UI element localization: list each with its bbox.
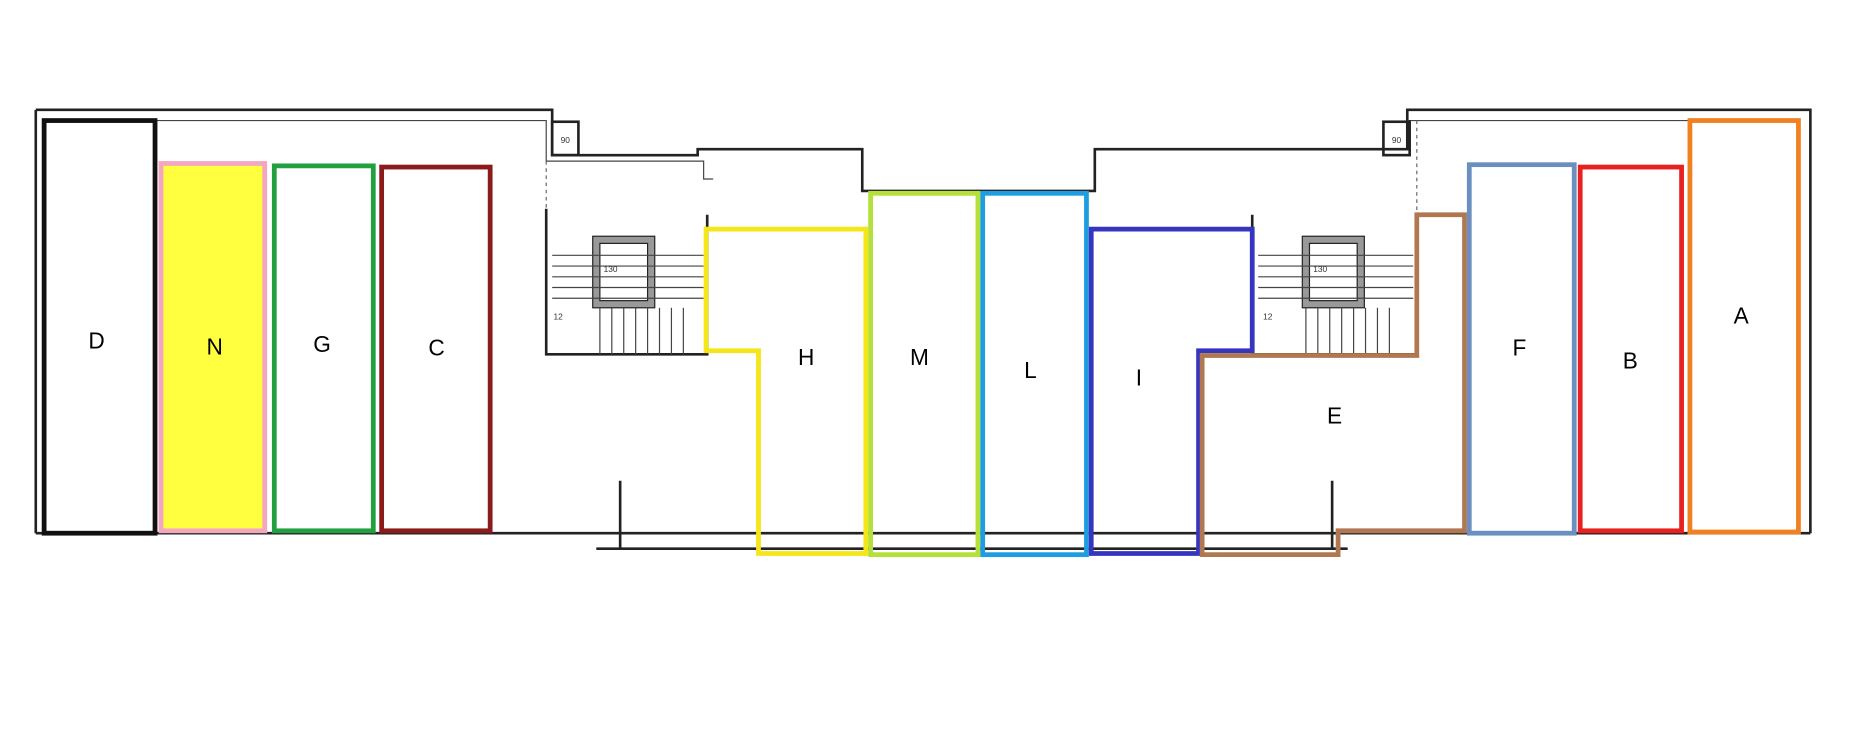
unit-D-label: D <box>88 327 104 353</box>
stair-core-left: 130 12 90 <box>552 135 704 355</box>
unit-B-outline[interactable] <box>1577 164 1684 534</box>
unit-H-label: H <box>798 344 814 370</box>
stair-count-label: 12 <box>1263 312 1273 322</box>
unit-M-label: M <box>910 344 929 370</box>
unit-F-outline[interactable] <box>1466 162 1577 536</box>
unit-G-outline[interactable] <box>271 163 376 534</box>
unit-F-label: F <box>1512 335 1526 361</box>
unit-D-outline[interactable] <box>41 118 158 536</box>
stair-count-label: 12 <box>554 312 564 322</box>
shaft-label: 90 <box>1392 135 1402 145</box>
unit-C-label: C <box>428 335 444 361</box>
unit-C-outline[interactable] <box>379 164 493 534</box>
lift-size-label: 130 <box>1313 264 1327 274</box>
unit-H-outline[interactable] <box>703 226 869 556</box>
shaft-label: 90 <box>561 135 571 145</box>
building-walls <box>34 108 1812 551</box>
unit-L-label: L <box>1024 357 1037 383</box>
unit-E-outline[interactable] <box>1199 212 1467 558</box>
unit-N-outline[interactable] <box>158 161 268 534</box>
unit-L-outline[interactable] <box>980 190 1089 558</box>
unit-I-outline[interactable] <box>1088 226 1255 556</box>
lift-size-label: 130 <box>604 264 618 274</box>
unit-M-outline[interactable] <box>868 190 981 558</box>
stair-core-right: 130 12 90 <box>1258 135 1414 355</box>
unit-A-outline[interactable] <box>1687 118 1801 535</box>
unit-N-label: N <box>206 333 222 359</box>
unit-B-label: B <box>1623 348 1638 374</box>
unit-E-label: E <box>1327 402 1342 428</box>
unit-I-label: I <box>1136 364 1142 390</box>
unit-A-label: A <box>1734 302 1750 328</box>
unit-G-label: G <box>313 331 331 357</box>
